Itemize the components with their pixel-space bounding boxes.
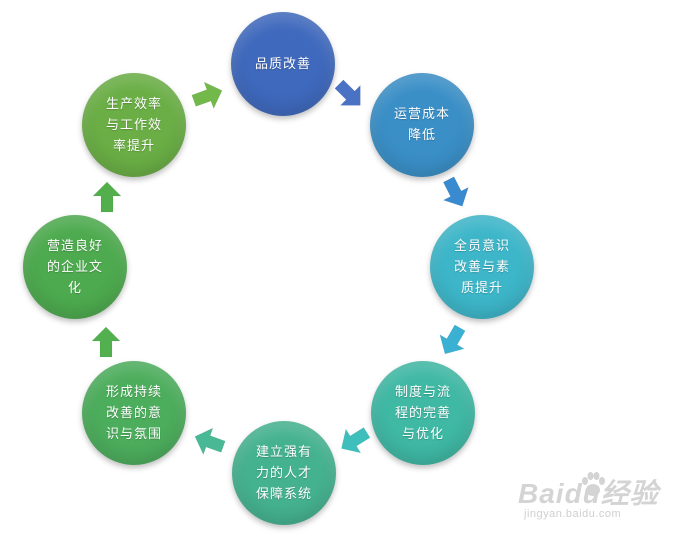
arrow-efficiency-to-quality-icon [191, 81, 223, 110]
node-process: 制度与流程的完善与优化 [371, 361, 475, 465]
node-atmosphere: 形成持续改善的意识与氛围 [82, 361, 186, 465]
arrow-talent-to-atmosphere-icon [194, 427, 226, 456]
node-staff-label: 全员意识改善与素质提升 [453, 238, 510, 296]
node-quality-label: 品质改善 [254, 56, 311, 72]
arrow-process-to-talent-icon [341, 427, 371, 454]
node-quality: 品质改善 [231, 12, 335, 116]
watermark-url: jingyan.baidu.com [524, 508, 622, 520]
node-culture: 营造良好的企业文化 [23, 215, 127, 319]
node-culture-label: 营造良好的企业文化 [46, 238, 103, 296]
arrow-staff-to-process-icon [439, 324, 466, 355]
paw-icon [582, 472, 605, 496]
baidu-jingyan-watermark: Baidu经验 jingyan.baidu.com [518, 468, 668, 528]
node-cost-label: 运营成本降低 [393, 107, 450, 143]
arrow-quality-to-cost-icon [334, 79, 361, 106]
node-cost: 运营成本降低 [370, 73, 474, 177]
node-staff: 全员意识改善与素质提升 [430, 215, 534, 319]
arrow-culture-to-efficiency-icon [92, 181, 122, 213]
node-atmosphere-label: 形成持续改善的意识与氛围 [105, 384, 162, 442]
node-process-label: 制度与流程的完善与优化 [394, 384, 451, 442]
node-talent: 建立强有力的人才保障系统 [232, 421, 336, 525]
arrow-cost-to-staff-icon [442, 176, 469, 207]
arrow-atmosphere-to-culture-icon [91, 326, 121, 358]
node-efficiency: 生产效率与工作效率提升 [82, 73, 186, 177]
node-efficiency-label: 生产效率与工作效率提升 [105, 96, 162, 154]
node-talent-label: 建立强有力的人才保障系统 [255, 444, 312, 502]
